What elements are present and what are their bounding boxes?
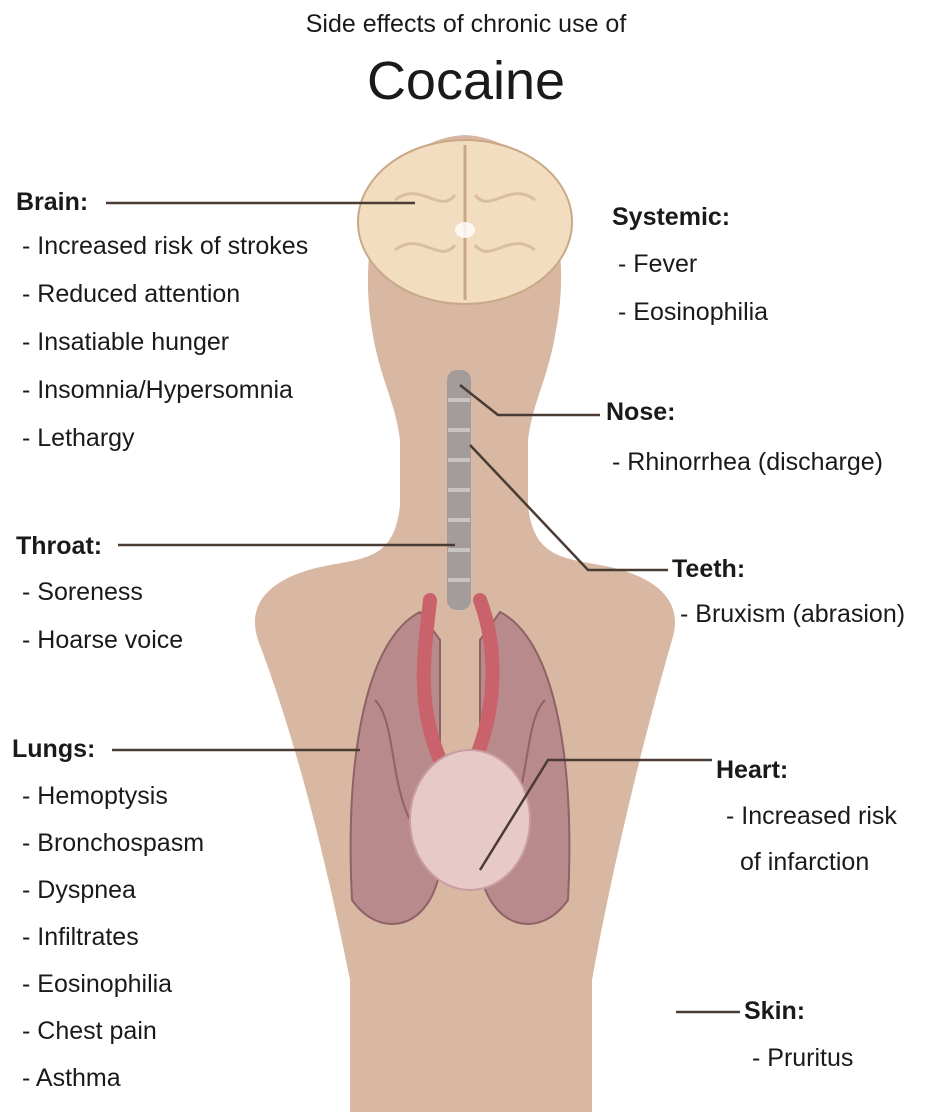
lungs-item: - Hemoptysis: [22, 782, 168, 811]
systemic-item: - Eosinophilia: [618, 298, 768, 327]
nose-item: - Rhinorrhea (discharge): [612, 448, 883, 477]
lungs-item: - Eosinophilia: [22, 970, 172, 999]
teeth-heading: Teeth:: [672, 555, 745, 584]
throat-item: - Hoarse voice: [22, 626, 183, 655]
skin-heading: Skin:: [744, 997, 805, 1026]
teeth-item: - Bruxism (abrasion): [680, 600, 905, 629]
heart-heading: Heart:: [716, 756, 788, 785]
skin-item: - Pruritus: [752, 1044, 853, 1073]
brain-item: - Insatiable hunger: [22, 328, 229, 357]
lungs-heading: Lungs:: [12, 735, 95, 764]
brain-item: - Increased risk of strokes: [22, 232, 308, 261]
lungs-item: - Dyspnea: [22, 876, 136, 905]
brain-item: - Reduced attention: [22, 280, 240, 309]
heart-item: - Increased risk: [726, 802, 897, 831]
throat-item: - Soreness: [22, 578, 143, 607]
heart-item: of infarction: [740, 848, 869, 877]
brain-heading: Brain:: [16, 188, 88, 217]
systemic-heading: Systemic:: [612, 203, 730, 232]
lungs-item: - Infiltrates: [22, 923, 139, 952]
trachea-illustration: [447, 370, 471, 610]
lungs-item: - Chest pain: [22, 1017, 157, 1046]
nose-heading: Nose:: [606, 398, 675, 427]
throat-heading: Throat:: [16, 532, 102, 561]
lungs-item: - Asthma: [22, 1064, 121, 1093]
brain-illustration: [358, 140, 572, 304]
brain-item: - Insomnia/Hypersomnia: [22, 376, 293, 405]
brain-item: - Lethargy: [22, 424, 135, 453]
page-subtitle: Side effects of chronic use of: [0, 10, 932, 39]
page-title: Cocaine: [0, 50, 932, 112]
lungs-item: - Bronchospasm: [22, 829, 204, 858]
systemic-item: - Fever: [618, 250, 697, 279]
